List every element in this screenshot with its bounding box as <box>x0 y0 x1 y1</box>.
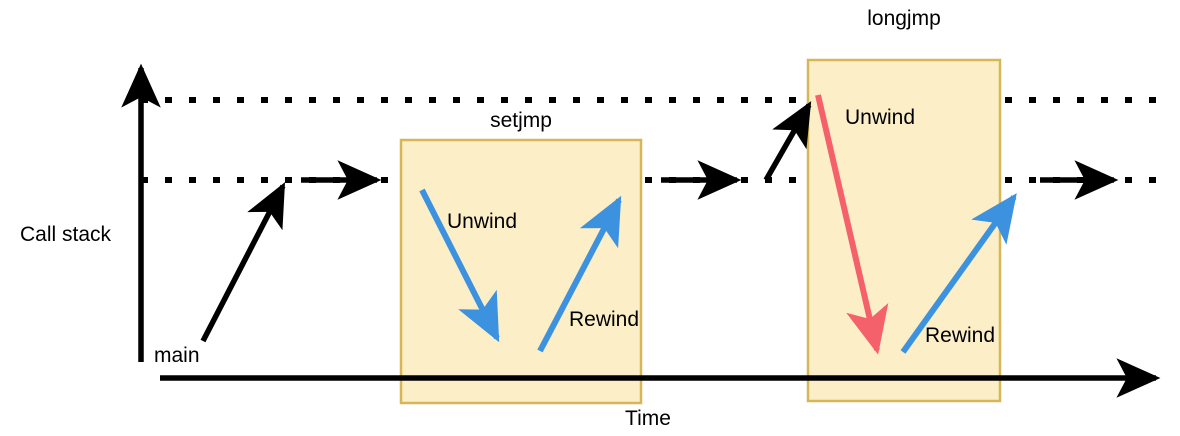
setjmp-rewind-arrow <box>537 195 622 353</box>
longjmp-rewind-arrow <box>900 193 1017 354</box>
longjmp-unwind-label: Unwind <box>845 106 916 129</box>
main-label: main <box>154 344 200 367</box>
main-call-arrow <box>200 182 286 343</box>
setjmp-unwind-arrow <box>419 188 500 343</box>
setjmp-box[interactable] <box>399 138 643 405</box>
setjmp-label: setjmp <box>490 109 552 132</box>
y-axis-label: Call stack <box>20 223 112 246</box>
longjmp-box[interactable] <box>806 58 1002 403</box>
setjmp-rewind-label: Rewind <box>569 308 640 331</box>
x-axis-label: Time <box>625 407 671 430</box>
longjmp-unwind-arrow <box>815 94 889 355</box>
longjmp-label: longjmp <box>867 7 941 30</box>
longjmp-rewind-label: Rewind <box>925 324 996 347</box>
setjmp-unwind-label: Unwind <box>447 210 518 233</box>
call-up-arrow <box>763 101 812 182</box>
